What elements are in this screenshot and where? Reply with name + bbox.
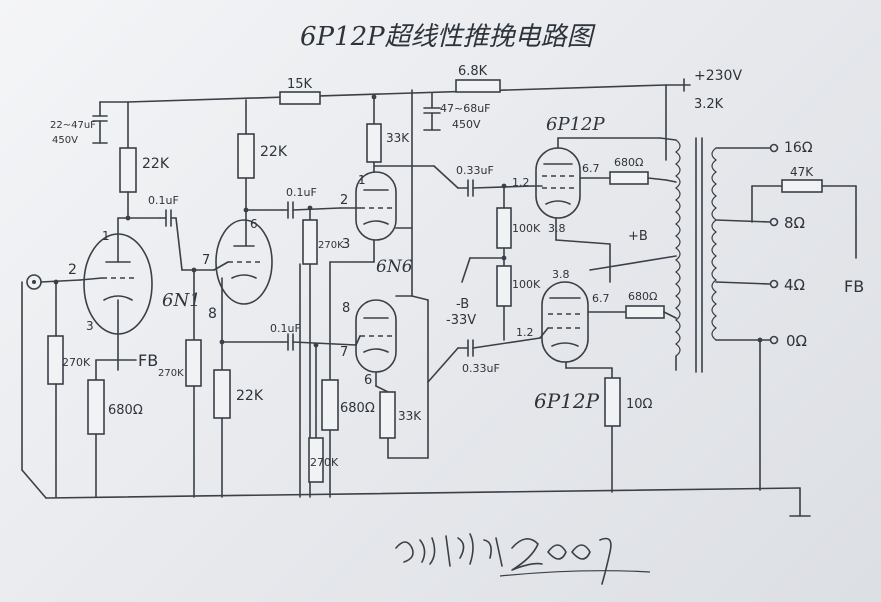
- filter-cap-left-voltage: 450V: [52, 135, 78, 146]
- svg-text:10Ω: 10Ω: [626, 397, 653, 412]
- splitter-cathode-resistor-2: [379, 391, 396, 439]
- output-fb-label: FB: [844, 277, 864, 296]
- svg-text:8: 8: [342, 301, 350, 316]
- output-screen-resistor-top: [609, 171, 649, 185]
- svg-text:6: 6: [250, 217, 258, 231]
- svg-text:270K: 270K: [318, 240, 344, 251]
- stage2-plate-resistor: [237, 133, 255, 179]
- filter-cap-left-value: 22~47uF: [50, 120, 96, 131]
- svg-text:6: 6: [364, 373, 372, 388]
- signature: [395, 533, 651, 585]
- svg-text:7: 7: [202, 253, 210, 268]
- svg-text:2: 2: [68, 262, 77, 278]
- neg-bias-label: -B: [456, 297, 469, 312]
- output-screen-resistor-bottom: [625, 305, 665, 319]
- tube-6n1-right: [215, 219, 273, 305]
- tap-8ohm: 8Ω: [784, 214, 805, 232]
- svg-text:680Ω: 680Ω: [628, 290, 657, 303]
- svg-text:47K: 47K: [790, 165, 814, 179]
- filter-capacitor-main: [423, 92, 441, 131]
- b-plus-rail: [127, 78, 691, 161]
- output-transformer-primary: [675, 139, 681, 357]
- svg-text:270K: 270K: [62, 356, 91, 369]
- filter-capacitor-left: [92, 101, 129, 144]
- stage1-fb-label: FB: [138, 351, 158, 370]
- svg-text:270K: 270K: [310, 456, 339, 469]
- svg-text:6.7: 6.7: [582, 162, 600, 175]
- output-grid-resistor-bottom: [496, 265, 512, 307]
- splitter-cathode-resistor-1: [321, 379, 339, 431]
- tap-4ohm: 4Ω: [784, 276, 805, 294]
- svg-text:270K: 270K: [158, 368, 184, 379]
- svg-text:0.1uF: 0.1uF: [286, 186, 317, 199]
- svg-text:1: 1: [102, 229, 110, 243]
- svg-text:22K: 22K: [142, 156, 170, 172]
- svg-text:0.33uF: 0.33uF: [456, 164, 494, 177]
- tube-6p12p-bottom-label: 6P12P: [534, 389, 600, 413]
- tube-6p12p-bottom: [541, 281, 589, 363]
- svg-text:3: 3: [86, 319, 94, 333]
- svg-text:33K: 33K: [386, 131, 410, 145]
- svg-text:680Ω: 680Ω: [340, 401, 375, 416]
- title: 6P12P超线性推挽电路图: [300, 22, 597, 52]
- splitter-plate-resistor: [366, 123, 382, 163]
- svg-text:100K: 100K: [512, 278, 541, 291]
- ground-rail: [45, 487, 801, 499]
- svg-text:8: 8: [208, 306, 217, 322]
- svg-text:1.2: 1.2: [516, 326, 534, 339]
- stage2-cathode-resistor: [213, 369, 231, 419]
- output-grid-resistor-top: [496, 207, 512, 249]
- svg-text:7: 7: [340, 345, 348, 360]
- svg-text:3: 3: [342, 237, 350, 252]
- svg-text:6.7: 6.7: [592, 292, 610, 305]
- tube-6n6-top: [355, 171, 397, 241]
- tube-6p12p-top-label: 6P12P: [546, 114, 605, 135]
- svg-text:22K: 22K: [236, 388, 264, 404]
- tube-6n1-label: 6N1: [162, 290, 201, 311]
- output-transformer-secondary: [711, 147, 717, 341]
- stage1-plate-resistor: [119, 147, 137, 193]
- transformer-primary-impedance: 3.2K: [694, 97, 724, 112]
- tube-6p12p-top: [535, 147, 581, 219]
- rail-resistor-6k8: [455, 79, 501, 93]
- b-plus-label: +230V: [694, 68, 742, 84]
- rail-resistor-15k-label: 15K: [287, 77, 313, 92]
- stage2-grid-resistor: [185, 339, 202, 387]
- tap-16ohm: 16Ω: [784, 140, 813, 156]
- svg-text:33K: 33K: [398, 409, 422, 423]
- stage1-grid-resistor: [47, 335, 64, 385]
- cathode-resistor-10ohm: [604, 377, 621, 427]
- stage1-cathode-resistor: [87, 379, 105, 435]
- filter-cap-main-voltage: 450V: [452, 118, 481, 131]
- filter-cap-main-value: 47~68uF: [440, 102, 491, 115]
- splitter-grid-resistor-top: [302, 219, 318, 265]
- svg-text:2: 2: [340, 193, 348, 208]
- tube-6n6-label: 6N6: [376, 257, 413, 277]
- transformer-b-plus-tap: +B: [628, 229, 648, 244]
- svg-text:680Ω: 680Ω: [614, 156, 643, 169]
- rail-resistor-15k: [279, 91, 321, 105]
- feedback-resistor-47k: [781, 179, 823, 193]
- svg-text:0.33uF: 0.33uF: [462, 362, 500, 375]
- svg-text:1: 1: [358, 173, 366, 187]
- tap-0ohm: 0Ω: [786, 332, 807, 350]
- svg-text:100K: 100K: [512, 222, 541, 235]
- neg-bias-value: -33V: [446, 313, 476, 328]
- splitter-grid-resistor-bottom: [308, 437, 324, 483]
- svg-text:0.1uF: 0.1uF: [148, 194, 179, 207]
- svg-text:0.1uF: 0.1uF: [270, 322, 301, 335]
- svg-text:680Ω: 680Ω: [108, 403, 143, 418]
- svg-text:3.8: 3.8: [552, 268, 570, 281]
- svg-text:1.2: 1.2: [512, 176, 530, 189]
- rail-resistor-6k8-label: 6.8K: [458, 64, 488, 79]
- svg-text:22K: 22K: [260, 144, 288, 160]
